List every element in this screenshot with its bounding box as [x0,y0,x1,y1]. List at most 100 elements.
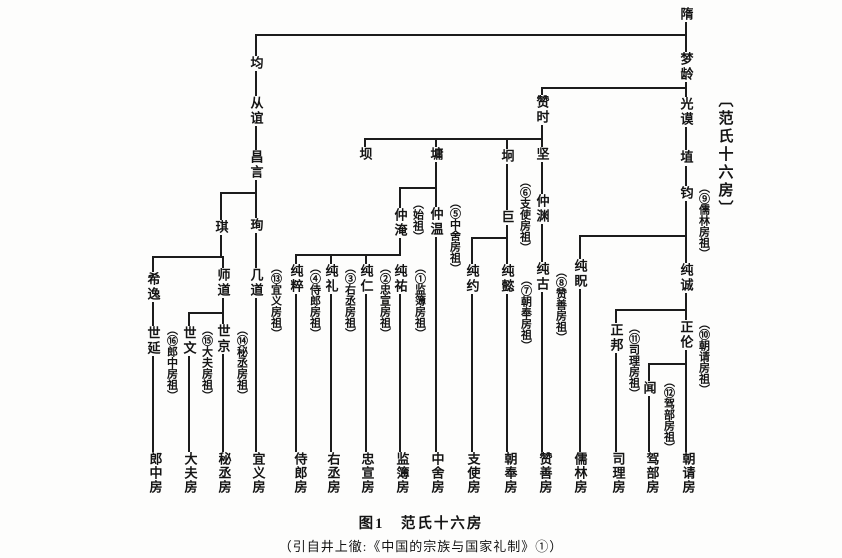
connector-line [188,313,190,326]
connector-line [399,238,401,255]
connector-line [685,127,687,150]
house-zhongxuan: 忠宣房 [359,452,375,494]
person-yong: 墉 [428,147,444,162]
person-chunyi: 纯懿 [499,264,515,294]
connector-line [685,21,687,52]
connector-line [648,395,650,452]
connector-line [330,255,332,264]
house-jiabu: 驾部房 [644,452,660,494]
anno-15-dafu: （⑮大夫房祖） [200,324,213,401]
anno-7-chaofeng: （⑦朝奉房祖） [519,274,532,351]
anno-3-youcheng: （③右丞房祖） [343,262,356,339]
connector-line [685,364,687,452]
connector-line [255,180,257,193]
connector-line [255,298,257,452]
person-zhongwen: 仲温 [428,207,444,237]
connector-line [541,87,687,89]
connector-line [330,294,332,452]
connector-line [365,255,367,264]
figure-caption-title: 图1 范氏十六房 [358,516,484,532]
connector-line [295,294,297,452]
person-chuncui: 纯粹 [288,264,304,294]
person-zhongyan: 仲淹 [392,208,408,238]
person-congyi: 从谊 [248,96,264,126]
house-rulin: 儒林房 [572,452,588,494]
person-jun-even: 均 [248,56,264,71]
connector-line [255,35,257,56]
side-bracket-label: 〔范氏十六房〕 [716,92,733,218]
house-dafu: 大夫房 [182,452,198,494]
person-jun-gold: 钧 [678,186,694,201]
person-chunkuang: 纯眖 [572,259,588,289]
connector-line [685,350,687,364]
connector-line [255,34,687,36]
connector-line [506,163,508,210]
connector-line [222,354,224,452]
connector-line [220,193,222,220]
house-jianbu: 监簿房 [394,452,410,494]
person-chunren: 纯仁 [358,264,374,294]
house-youcheng: 右丞房 [325,452,341,494]
connector-line [506,139,508,149]
connector-line [364,138,543,140]
connector-line [220,234,222,257]
anno-13-yiyi: （⑬宜义房祖） [269,262,282,339]
house-micheng: 秘丞房 [216,452,232,494]
connector-line [222,313,224,324]
anno-shizu: （始祖） [411,198,424,242]
connector-line [471,238,473,264]
connector-line [255,126,257,150]
person-zhengbang: 正邦 [608,323,624,353]
connector-line [365,294,367,452]
person-zhenglun: 正伦 [678,320,694,350]
anno-8-zanshan: （⑧赞善房祖） [554,266,567,343]
connector-line [685,293,687,310]
connector-line [541,125,543,139]
house-shilang: 侍郎房 [292,452,308,494]
connector-line [220,192,257,194]
connector-line [188,312,224,314]
person-chunli: 纯礼 [323,264,339,294]
connector-line [685,82,687,97]
person-chungu: 纯古 [534,262,550,292]
person-shidao: 师道 [215,268,231,298]
anno-1-jianbu: （①监簿房祖） [413,262,426,339]
anno-4-shilang: （④侍郎房祖） [308,262,321,339]
person-zhongyuan: 仲渊 [534,194,550,224]
connector-line [541,161,543,194]
house-zanshan: 赞善房 [537,452,553,494]
person-mengling: 梦龄 [678,52,694,82]
connector-line [648,364,650,381]
connector-line [152,356,154,452]
person-zanshi: 赞时 [534,95,550,125]
connector-line [541,88,543,95]
person-wen: 闻 [641,381,657,396]
connector-line [506,294,508,452]
connector-line [222,298,224,313]
house-zhongshe: 中舍房 [429,452,445,494]
figure-caption-source: （引自井上徹:《中国的宗族与国家礼制》①） [278,539,564,554]
person-shiyan: 世延 [145,326,161,356]
connector-line [255,232,257,268]
person-jian: 坚 [534,147,550,162]
connector-line [255,70,257,96]
connector-line [541,224,543,262]
connector-line [541,139,543,147]
person-zhi: 埴 [678,150,694,165]
house-chaofeng: 朝奉房 [502,452,518,494]
connector-line [152,302,154,326]
connector-line [152,256,224,258]
person-changyan: 昌言 [248,150,264,180]
person-shiwen: 世文 [181,326,197,356]
connector-line [615,310,617,323]
house-langzhong: 郎中房 [147,452,163,494]
connector-line [579,235,687,237]
connector-line [435,139,437,147]
anno-10-chaoqing: （⑩朝请房祖） [697,318,710,395]
anno-2-zhongxuan: （②忠宣房祖） [378,262,391,339]
anno-11-sili: （⑪司理房祖） [627,322,640,399]
house-yiyi: 宜义房 [250,452,266,494]
house-zhishi: 支使房 [465,452,481,494]
connector-line [506,224,508,238]
